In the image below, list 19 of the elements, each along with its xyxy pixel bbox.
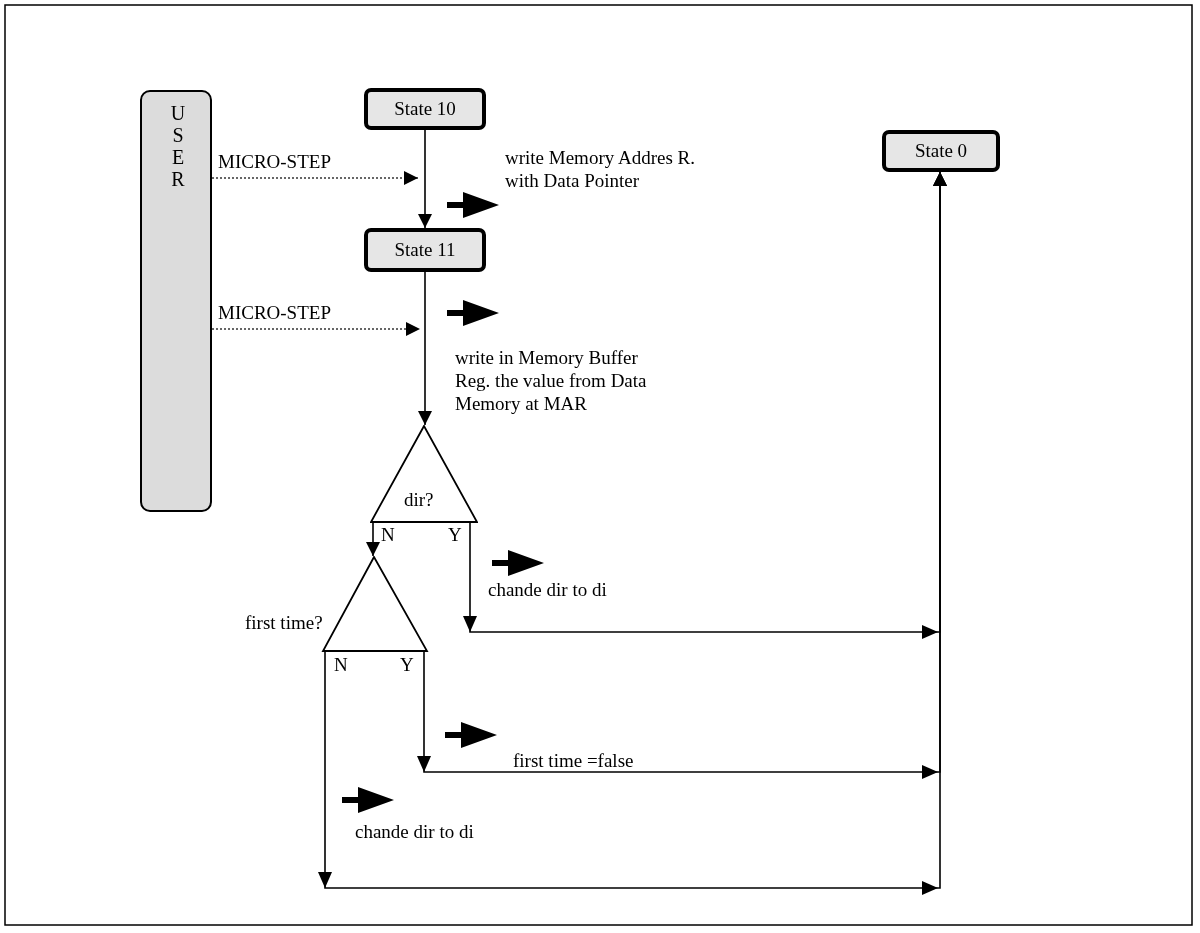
edge-label: MICRO-STEP — [218, 152, 331, 172]
edge-label: Y — [448, 525, 462, 545]
decision-triangle — [370, 425, 478, 523]
state-box: State 10 — [364, 88, 486, 130]
state-box: State 0 — [882, 130, 1000, 172]
action-text: chande dir to di — [355, 820, 474, 843]
action-text: chande dir to di — [488, 578, 607, 601]
edge-label: MICRO-STEP — [218, 303, 331, 323]
action-text: write in Memory Buffer Reg. the value from Data Memory at MAR — [455, 346, 648, 415]
decision-label: first time? — [245, 612, 323, 634]
action-text: first time =false — [513, 749, 634, 772]
decision-label: dir? — [404, 489, 434, 511]
actor-label: USER — [169, 102, 187, 190]
edge-label: N — [334, 655, 348, 675]
edge-label: N — [381, 525, 395, 545]
state-box: State 11 — [364, 228, 486, 272]
edge-label: Y — [400, 655, 414, 675]
action-text: write Memory Addres R. with Data Pointer — [505, 146, 695, 192]
actor-bar — [140, 90, 212, 512]
